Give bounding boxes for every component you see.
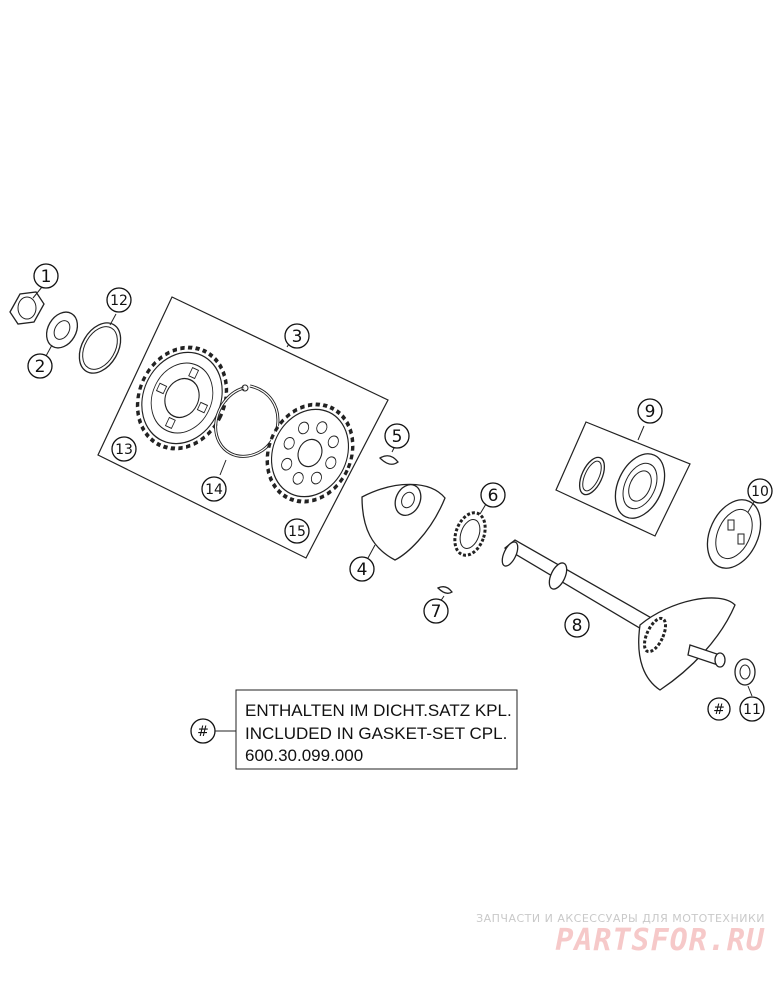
part-12-shim-ring: [78, 313, 122, 374]
part-9-bearing-kit: [555, 421, 691, 537]
part-15-small-gear: [265, 402, 355, 504]
callout-5: 5: [384, 423, 410, 449]
part-14-circlip: [214, 384, 280, 476]
svg-text:15: 15: [288, 524, 306, 540]
part-1-hex-nut: [9, 286, 45, 325]
svg-text:3: 3: [292, 327, 303, 347]
callout-12: 12: [106, 287, 132, 313]
svg-text:8: 8: [572, 616, 583, 636]
note-part-number: 600.30.099.000: [245, 746, 363, 765]
part-13-large-gear: [135, 345, 229, 451]
svg-text:13: 13: [115, 442, 133, 458]
part-10-roller-bearing: [706, 499, 762, 569]
svg-text:7: 7: [431, 602, 442, 622]
part-5-key: [378, 445, 399, 465]
callout-13: 13: [111, 436, 137, 462]
part-4-balancer-weight: [361, 483, 446, 561]
callout-6: 6: [480, 482, 506, 508]
callout-3: 3: [284, 323, 310, 349]
callout-11: 11: [739, 696, 765, 722]
watermark-brand: PARTSFOR.RU: [555, 923, 765, 958]
svg-text:12: 12: [110, 293, 128, 309]
note-hash-symbol: #: [197, 724, 209, 740]
part-11-spacer: [734, 658, 756, 697]
callout-2: 2: [27, 353, 53, 379]
callout-hash-11: #: [707, 697, 731, 721]
watermark-tagline: ЗАПЧАСТИ И АКСЕССУАРЫ ДЛЯ МОТОТЕХНИКИ: [476, 912, 765, 925]
svg-text:2: 2: [35, 357, 46, 377]
note-line-german: ENTHALTEN IM DICHT.SATZ KPL.: [245, 701, 512, 720]
callout-15: 15: [284, 518, 310, 544]
callout-7: 7: [423, 598, 449, 624]
part-2-washer: [45, 311, 79, 357]
svg-text:6: 6: [488, 486, 499, 506]
svg-text:5: 5: [392, 427, 403, 447]
callout-8: 8: [564, 612, 590, 638]
callout-1: 1: [33, 263, 59, 289]
watermark: ЗАПЧАСТИ И АКСЕССУАРЫ ДЛЯ МОТОТЕХНИКИ PA…: [476, 912, 765, 958]
part-6-needle-bearing: [453, 503, 487, 557]
svg-text:10: 10: [751, 484, 769, 500]
svg-text:1: 1: [41, 267, 52, 287]
svg-text:#: #: [713, 702, 725, 718]
gasket-set-note: # ENTHALTEN IM DICHT.SATZ KPL. INCLUDED …: [190, 689, 518, 770]
svg-text:4: 4: [357, 560, 368, 580]
note-box: [235, 689, 518, 770]
svg-text:14: 14: [205, 482, 223, 498]
part-8-balancer-shaft: [501, 539, 736, 691]
callout-9: 9: [637, 398, 663, 424]
svg-text:9: 9: [645, 402, 656, 422]
svg-text:11: 11: [743, 702, 761, 718]
callout-10: 10: [747, 478, 773, 504]
callout-4: 4: [349, 556, 375, 582]
note-line-english: INCLUDED IN GASKET-SET CPL.: [245, 724, 507, 743]
callout-14: 14: [201, 476, 227, 502]
